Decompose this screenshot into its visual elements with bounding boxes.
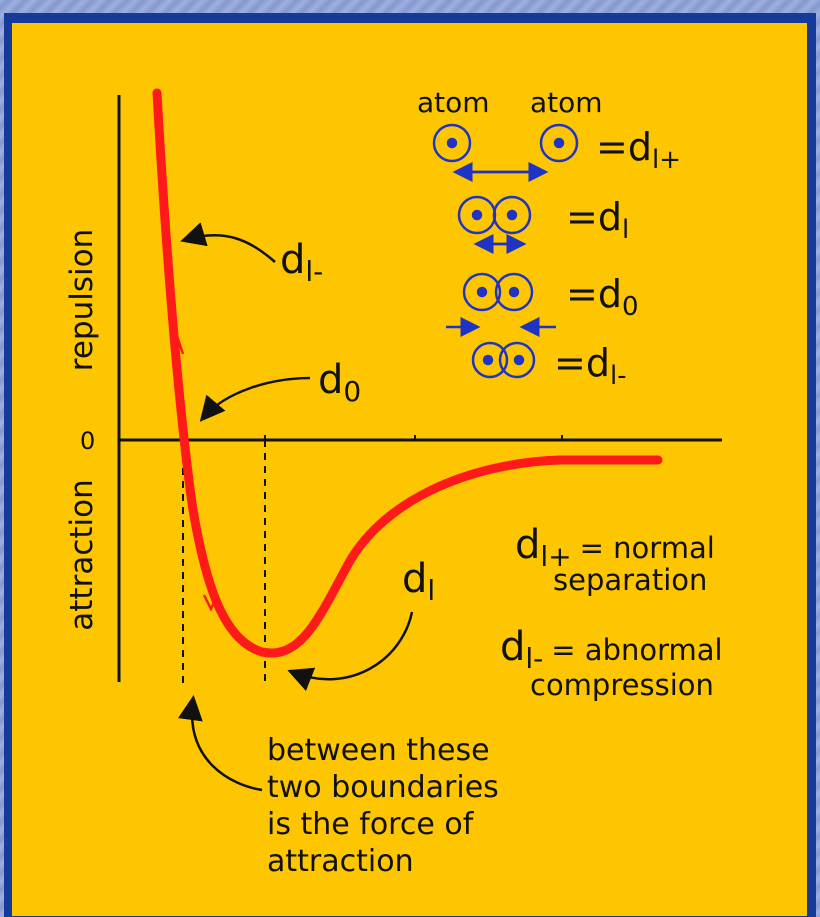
pointer-d0 [203, 378, 310, 418]
attraction-label: attraction [64, 479, 100, 630]
atom-pair-dlplus [434, 125, 577, 172]
d0-graph-label: d0 [318, 357, 361, 408]
atom-label-left: atom [417, 86, 490, 119]
d0-atom-label: =d0 [566, 272, 639, 322]
pointer-boundary-note [192, 700, 262, 790]
atom-pair-d0 [446, 274, 556, 327]
pointer-dl [292, 612, 412, 679]
legend-dlplus-line2: separation [553, 563, 707, 597]
zero-label: 0 [80, 427, 95, 455]
boundary-note: between these two boundaries is the forc… [267, 733, 508, 879]
atom-pair-dl [459, 197, 530, 244]
dlplus-atom-label: =dl+ [596, 125, 681, 175]
atom-label-right: atom [530, 86, 603, 119]
pointer-dlminus [185, 235, 275, 262]
legend-dlminus-line2: compression [530, 668, 714, 702]
atom-pair-dlminus [473, 343, 534, 377]
dl-atom-label: =dl [566, 195, 629, 245]
dl-graph-label: dl [402, 556, 435, 607]
dlminus-graph-label: dl- [280, 237, 323, 288]
repulsion-label: repulsion [64, 229, 100, 371]
dlminus-atom-label: =dl- [554, 341, 627, 391]
